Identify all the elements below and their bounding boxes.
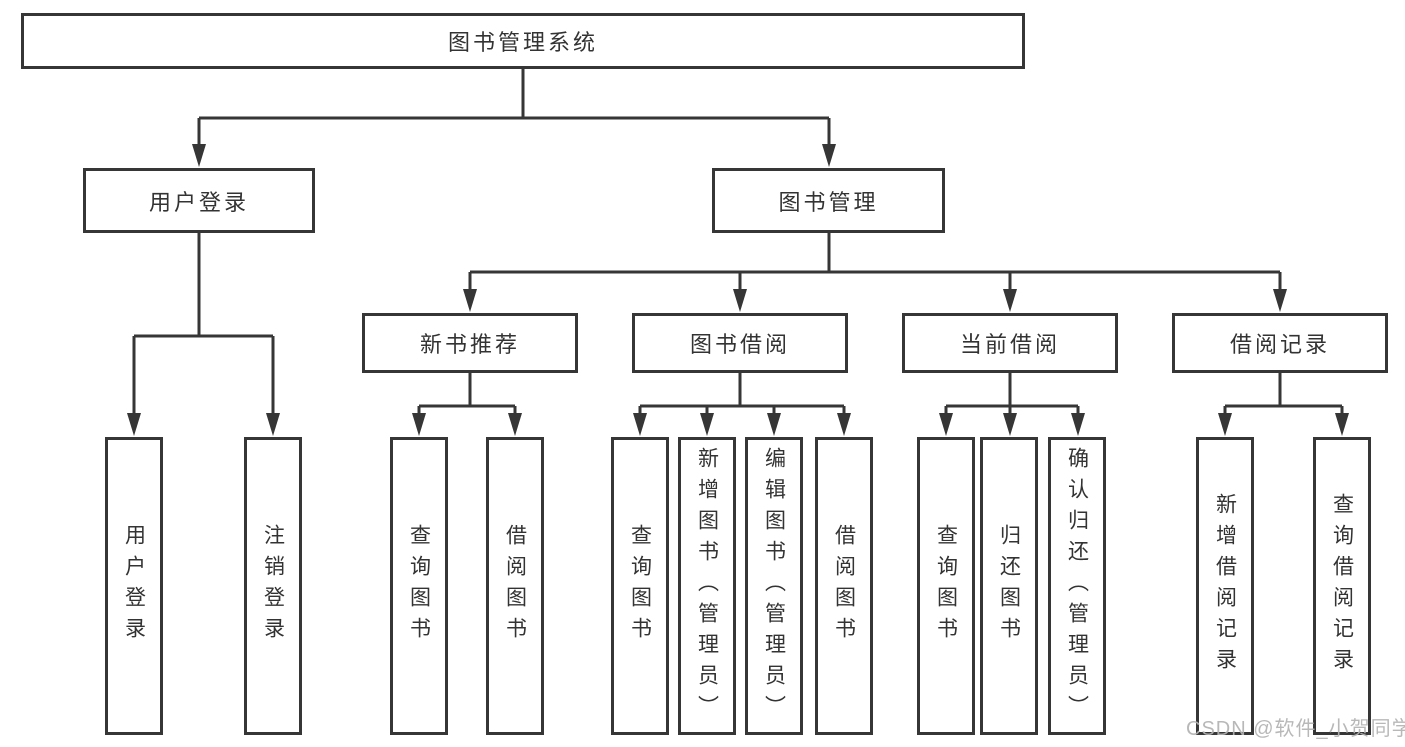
arrowhead-icon: [837, 413, 851, 436]
node-borrow-records: 借阅记录: [1172, 313, 1388, 373]
node-leaf-user-login: 用户登录: [105, 437, 163, 735]
arrowhead-icon: [127, 413, 141, 436]
arrowhead-icon: [700, 413, 714, 436]
connector-user-login-split: [127, 233, 280, 436]
node-borrow-edit-books-admin: 编辑图书（管理员）: [745, 437, 803, 735]
arrowhead-icon: [1273, 289, 1287, 312]
node-user-login: 用户登录: [83, 168, 315, 233]
arrowhead-icon: [508, 413, 522, 436]
arrowhead-icon: [822, 144, 836, 167]
connector-current-borrow-split: [939, 373, 1085, 436]
node-current-confirm-return-admin: 确认归还（管理员）: [1048, 437, 1106, 735]
arrowhead-icon: [767, 413, 781, 436]
node-leaf-logout: 注销登录: [244, 437, 302, 735]
node-library-management-system: 图书管理系统: [21, 13, 1025, 69]
node-borrow-query-books: 查询图书: [611, 437, 669, 735]
arrowhead-icon: [633, 413, 647, 436]
node-current-borrow: 当前借阅: [902, 313, 1118, 373]
arrowhead-icon: [463, 289, 477, 312]
arrowhead-icon: [1335, 413, 1349, 436]
arrowhead-icon: [192, 144, 206, 167]
node-current-return-books: 归还图书: [980, 437, 1038, 735]
node-current-query-books: 查询图书: [917, 437, 975, 735]
arrowhead-icon: [1003, 413, 1017, 436]
connector-new-book-recommend-split: [412, 373, 522, 436]
connector-root-to-level2: [192, 69, 836, 167]
node-new-book-recommend: 新书推荐: [362, 313, 578, 373]
node-borrow-borrow-books: 借阅图书: [815, 437, 873, 735]
arrowhead-icon: [1218, 413, 1232, 436]
csdn-watermark: CSDN @软件_小贺同学: [1186, 718, 1405, 740]
node-recommend-borrow-books: 借阅图书: [486, 437, 544, 735]
arrowhead-icon: [412, 413, 426, 436]
node-book-management: 图书管理: [712, 168, 945, 233]
arrowhead-icon: [1003, 289, 1017, 312]
connector-book-borrow-split: [633, 373, 851, 436]
arrowhead-icon: [939, 413, 953, 436]
arrowhead-icon: [1071, 413, 1085, 436]
arrowhead-icon: [733, 289, 747, 312]
node-book-borrow: 图书借阅: [632, 313, 848, 373]
connector-book-management-split: [463, 233, 1287, 312]
node-recommend-query-books: 查询图书: [390, 437, 448, 735]
arrowhead-icon: [266, 413, 280, 436]
node-records-query-borrow-record: 查询借阅记录: [1313, 437, 1371, 735]
node-records-add-borrow-record: 新增借阅记录: [1196, 437, 1254, 735]
connector-borrow-records-split: [1218, 373, 1349, 436]
node-borrow-add-books-admin: 新增图书（管理员）: [678, 437, 736, 735]
